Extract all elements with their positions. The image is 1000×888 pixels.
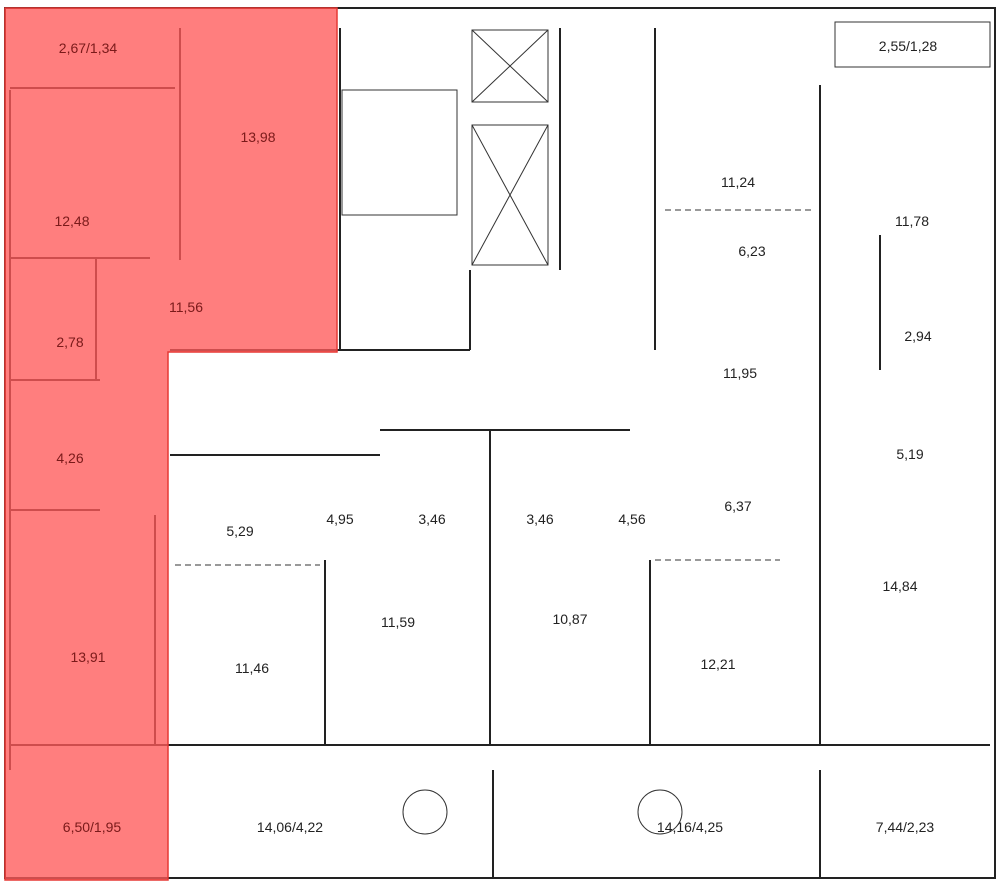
room-label: 12,21 [700,656,735,672]
room-label-hall: 11,56 [169,299,203,315]
room-label: 3,46 [418,511,445,527]
room-label: 14,84 [882,578,917,594]
room-label: 6,37 [724,498,751,514]
room-label-balcony-bottom: 6,50/1,95 [63,819,122,835]
room-label: 2,94 [904,328,931,344]
room-label: 10,87 [552,611,587,627]
room-label: 5,19 [896,446,923,462]
room-label: 3,46 [526,511,553,527]
room-label: 4,95 [326,511,353,527]
room-label: 11,24 [721,174,755,190]
room-label: 7,44/2,23 [876,819,935,835]
room-label: 14,06/4,22 [257,819,323,835]
selected-apartment-highlight[interactable] [4,7,338,881]
selected-apartment-labels: 2,67/1,34 13,98 12,48 11,56 2,78 4,26 13… [54,40,275,835]
room-label: 2,55/1,28 [879,38,938,54]
room-label: 11,78 [895,213,929,229]
room-label: 14,16/4,25 [657,819,723,835]
room-label: 5,29 [226,523,253,539]
room-label-bedroom-1: 12,48 [54,213,89,229]
room-label: 4,56 [618,511,645,527]
other-room-labels: 11,24 2,55/1,28 11,78 6,23 2,94 11,95 5,… [226,38,937,835]
room-label-bathroom-2: 4,26 [56,450,83,466]
room-label: 11,95 [723,365,757,381]
room-label-bathroom-1: 2,78 [56,334,83,350]
room-label: 11,46 [235,660,269,676]
room-label-living-kitchen: 13,98 [240,129,275,145]
room-label: 11,59 [381,614,415,630]
room-label-balcony-top: 2,67/1,34 [59,40,118,56]
room-label: 6,23 [738,243,765,259]
room-label-bedroom-2: 13,91 [70,649,105,665]
